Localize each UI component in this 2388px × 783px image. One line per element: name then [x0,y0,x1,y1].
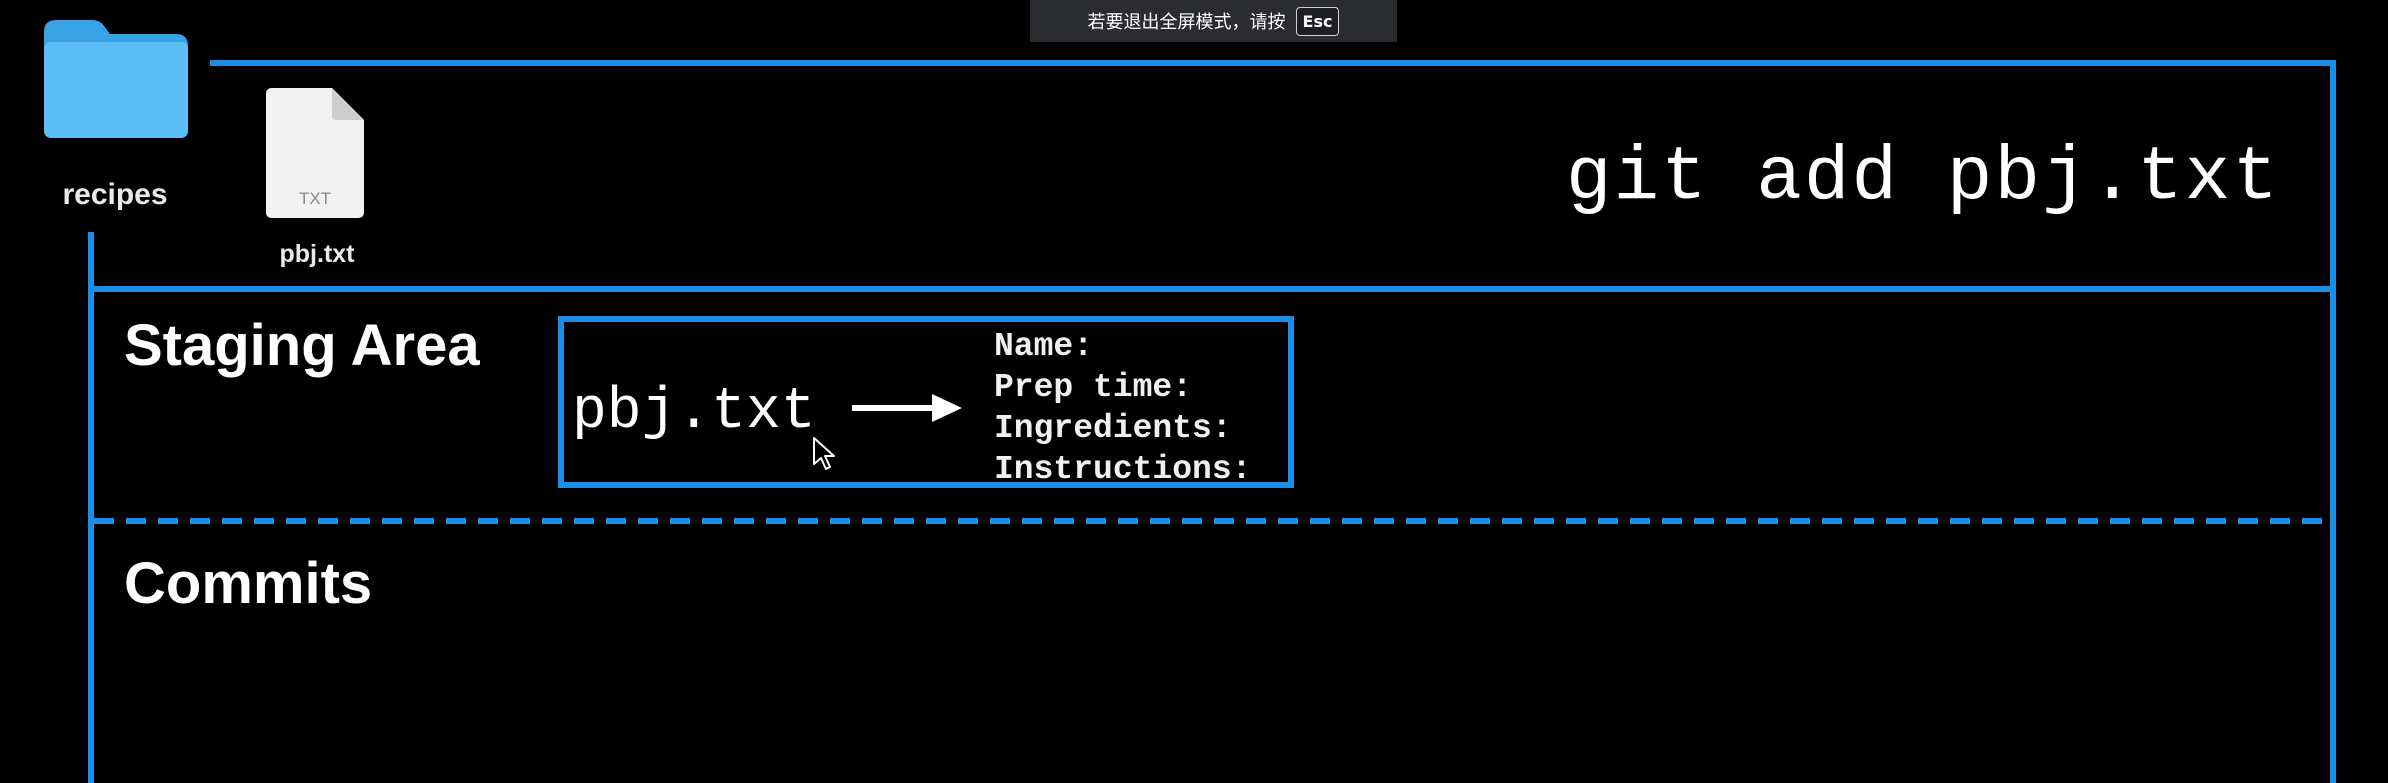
repo-frame-top [210,60,2336,66]
staged-file-name: pbj.txt [572,380,816,445]
fullscreen-exit-message: 若要退出全屏模式，请按 [1087,12,1286,33]
field-prep-time: Prep time: [994,369,1193,406]
commits-title: Commits [124,551,373,616]
folder-label: recipes [62,178,168,211]
staged-file-box [558,316,1294,488]
staging-area-title: Staging Area [124,313,480,378]
file-label: pbj.txt [279,240,355,268]
txt-file-icon[interactable]: TXT [262,86,368,220]
repo-frame-right [2330,60,2336,783]
folder-icon[interactable] [40,14,192,142]
field-instructions: Instructions: [994,451,1252,488]
arrow-right-icon [852,394,962,422]
repo-frame-left [88,232,94,783]
field-name: Name: [994,328,1094,365]
field-ingredients: Ingredients: [994,410,1232,447]
txt-file-badge: TXT [299,189,331,208]
staging-commits-divider [94,518,2330,524]
git-command: git add pbj.txt [1565,135,2280,221]
mouse-cursor-icon [813,437,835,470]
fullscreen-exit-banner: 若要退出全屏模式，请按 Esc [1030,0,1397,42]
esc-key-badge: Esc [1295,6,1340,36]
recipe-fields: Name: Prep time: Ingredients: Instructio… [994,326,1251,490]
working-staging-divider [88,286,2336,292]
